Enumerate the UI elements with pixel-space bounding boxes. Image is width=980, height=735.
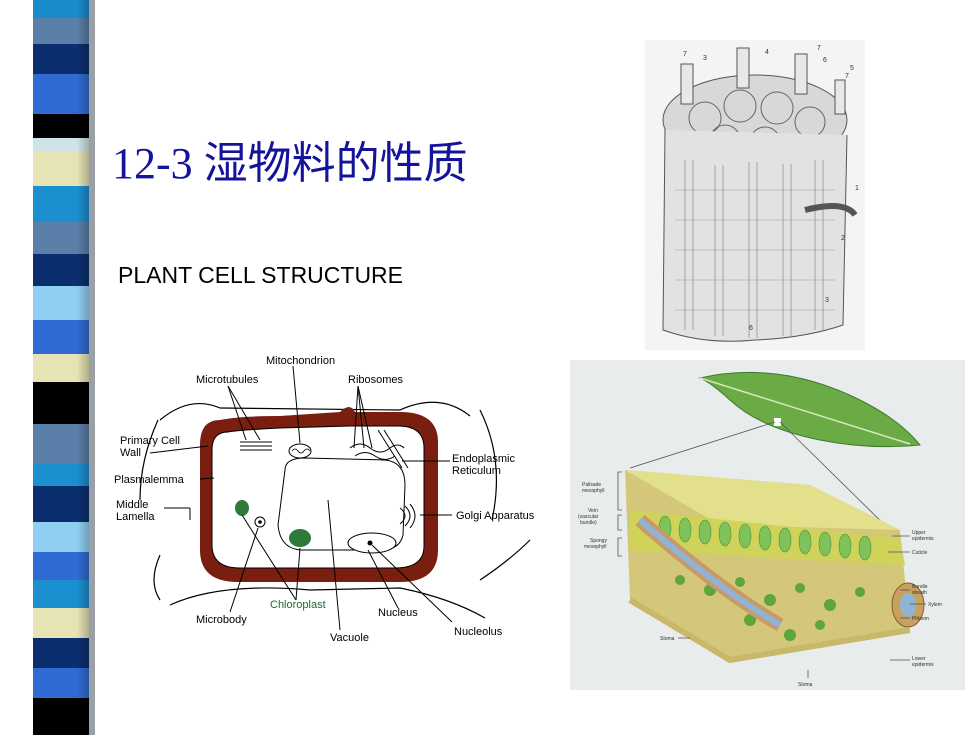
label-primary-cell: Primary Cell [120, 435, 180, 447]
leaf-label-stoma-bottom: Stoma [798, 682, 813, 688]
label-golgi: Golgi Apparatus [456, 510, 535, 522]
stem-num-11: 6 [749, 325, 753, 332]
leaf-label-bundle-1: Bundle [912, 584, 928, 590]
stem-section-illustration: 7 3 4 7 5 6 7 1 2 3 6 [645, 40, 865, 350]
label-endoplasmic: Endoplasmic [452, 453, 515, 465]
leaf-label-upper-2: epidermis [912, 536, 934, 542]
leaf-label-palisade-1: Palisade [582, 482, 601, 488]
label-reticulum: Reticulum [452, 465, 501, 477]
stem-num-5: 5 [850, 65, 854, 72]
leaf-label-vein-3: bundle) [580, 520, 597, 526]
label-lamella: Lamella [116, 511, 155, 523]
leaf-label-bundle-2: sheath [912, 590, 927, 596]
stem-num-9: 2 [841, 235, 845, 242]
leaf-label-palisade-2: mesophyll [582, 488, 605, 494]
stem-num-3: 4 [765, 49, 769, 56]
leaf-label-lower-1: Lower [912, 656, 926, 662]
leaf-label-stoma-left: Stoma [660, 636, 675, 642]
label-ribosomes: Ribosomes [348, 374, 404, 386]
leaf-label-spongy-2: mesophyll [584, 544, 607, 550]
slide-title: 12-3 湿物料的性质 [112, 139, 468, 188]
leaf-label-lower-2: epidermis [912, 662, 934, 668]
label-microbody: Microbody [196, 614, 247, 626]
leaf-label-xylem: Xylem [928, 602, 942, 608]
stem-num-7: 7 [845, 73, 849, 80]
plant-cell-diagram: Mitochondrion Microtubules Ribosomes Pri… [100, 350, 560, 650]
leaf-section-illustration: Palisade mesophyll Vein (vascular bundle… [570, 360, 965, 690]
leaf-label-upper-1: Upper [912, 530, 926, 536]
label-plasmalemma: Plasmalemma [114, 474, 185, 486]
stem-num-8: 1 [855, 185, 859, 192]
label-microtubules: Microtubules [196, 374, 259, 386]
label-middle: Middle [116, 499, 148, 511]
stem-num-1: 7 [683, 51, 687, 58]
label-chloroplast: Chloroplast [270, 599, 326, 611]
leaf-label-vein-2: (vascular [578, 514, 599, 520]
label-nucleus: Nucleus [378, 607, 418, 619]
leaf-label-cuticle: Cuticle [912, 550, 928, 556]
stem-num-4: 7 [817, 45, 821, 52]
label-mitochondrion: Mitochondrion [266, 355, 335, 367]
label-nucleolus: Nucleolus [454, 626, 503, 638]
label-wall: Wall [120, 447, 141, 459]
decorative-stripe-bar [33, 0, 95, 735]
slide-subtitle: PLANT CELL STRUCTURE [118, 262, 404, 288]
stem-num-6: 6 [823, 57, 827, 64]
stem-num-10: 3 [825, 297, 829, 304]
label-vacuole: Vacuole [330, 632, 369, 644]
stem-num-2: 3 [703, 55, 707, 62]
leaf-label-phloem: Phloem [912, 616, 929, 622]
leaf-label-vein-1: Vein [588, 508, 598, 514]
leaf-label-spongy-1: Spongy [590, 538, 607, 544]
